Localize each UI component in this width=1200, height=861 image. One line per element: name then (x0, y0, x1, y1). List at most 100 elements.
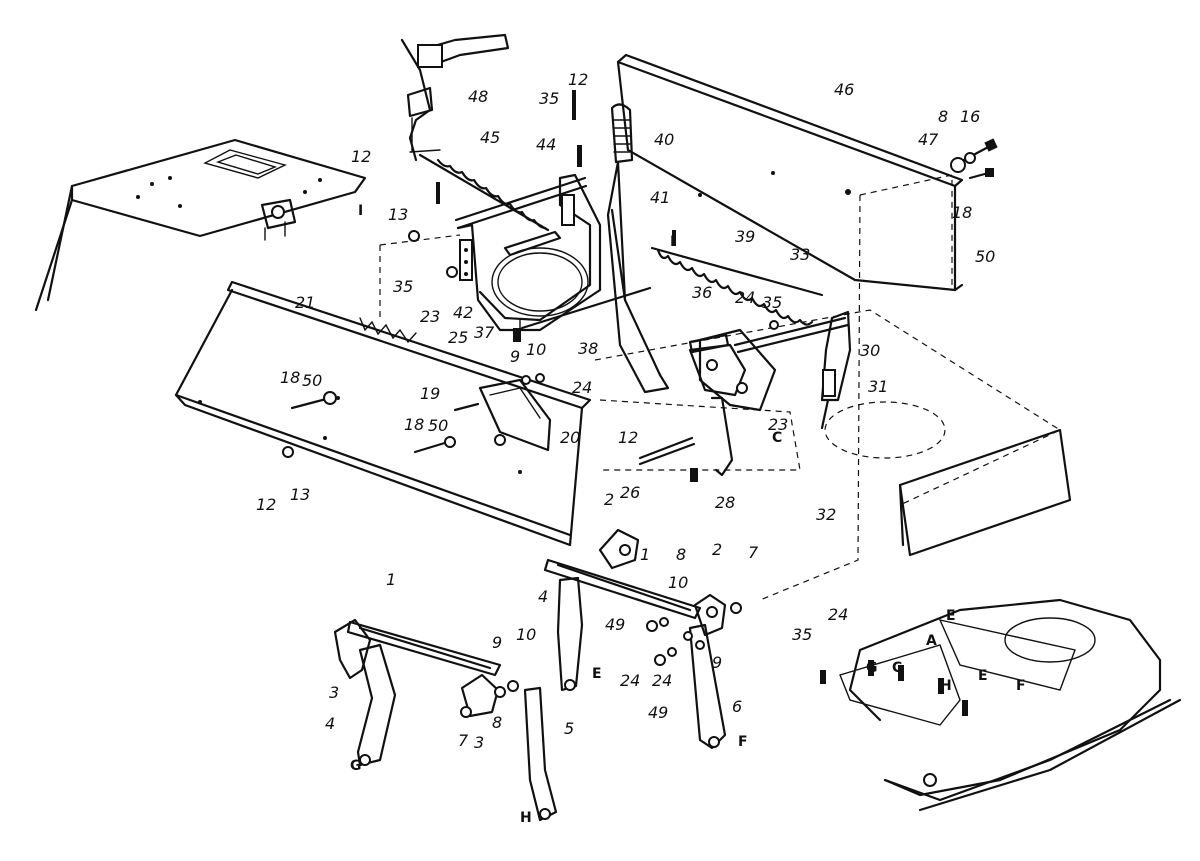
lift-link-1-mid (543, 558, 702, 620)
clip-37 (513, 328, 521, 342)
callout: 3 (329, 683, 339, 702)
callout: 24 (652, 671, 672, 690)
callout: 7 (748, 543, 759, 562)
spring-39 (650, 230, 824, 326)
callout: 48 (468, 87, 488, 106)
callout: 24 (735, 288, 755, 307)
callout: 9 (492, 633, 502, 652)
callout: 4 (538, 587, 548, 606)
callout: 25 (448, 328, 468, 347)
hardware-dots (282, 90, 779, 458)
callout: 50 (428, 416, 448, 435)
callout: 41 (650, 188, 670, 207)
callout: 23 (420, 307, 440, 326)
callout: 46 (834, 80, 854, 99)
callout: 8 (492, 713, 502, 732)
washers-mid (646, 617, 705, 666)
connector-letter: E (978, 668, 988, 684)
callout: 35 (792, 625, 812, 644)
connector-letter: F (738, 734, 748, 750)
callout: 16 (960, 107, 980, 126)
connector-letter: C (892, 660, 902, 676)
callout: 21 (295, 293, 315, 312)
bolts-18-50 (290, 391, 480, 454)
callouts: 1 1 2 2 3 3 4 4 5 6 7 7 8 8 8 9 9 9 10 1… (256, 70, 995, 752)
connector-letter: E (592, 666, 602, 682)
callout: 20 (560, 428, 580, 447)
callout: 2 (712, 540, 722, 559)
callout: 32 (816, 505, 836, 524)
connector-letter: G (350, 758, 362, 774)
lever-5 (523, 686, 558, 822)
callout: 28 (715, 493, 735, 512)
lever-40-41 (606, 103, 670, 394)
connector-letter: E (946, 608, 956, 624)
callout: 24 (572, 378, 592, 397)
callout: 24 (828, 605, 848, 624)
frame-outline (379, 174, 1072, 601)
callout: 31 (868, 377, 888, 396)
connector-letter: I (670, 234, 675, 250)
callout: 10 (668, 573, 688, 592)
connector-letter: A (926, 633, 937, 649)
connector-letter: H (940, 678, 952, 694)
callout: 12 (618, 428, 638, 447)
callout: 24 (620, 671, 640, 690)
connector-letter: F (1016, 678, 1026, 694)
hub-3-right (460, 673, 519, 718)
callout: 12 (568, 70, 588, 89)
callout: 18 (952, 203, 972, 222)
callout: 1 (386, 570, 396, 589)
callout: 13 (388, 205, 408, 224)
callout: 39 (735, 227, 755, 246)
frame-plate-left (34, 138, 367, 312)
callout: 44 (536, 135, 556, 154)
callout: 36 (692, 283, 712, 302)
callout: 35 (393, 277, 413, 296)
callout: 12 (351, 147, 371, 166)
connector-letters: I I E E F F G G H H C C A E (350, 203, 1026, 826)
lift-link-1-left (333, 618, 502, 680)
callout: 8 (676, 545, 686, 564)
callout: 49 (605, 615, 625, 634)
callout: 8 (938, 107, 948, 126)
callout: 10 (516, 625, 536, 644)
throttle-control (400, 33, 510, 162)
callout: 50 (975, 247, 995, 266)
connector-letter: H (520, 810, 532, 826)
plate-20 (478, 378, 552, 452)
bracket-37-42 (456, 173, 602, 332)
callout: 40 (654, 130, 674, 149)
callout: 37 (474, 323, 495, 342)
lever-4-mid (556, 576, 584, 692)
mower-deck (820, 598, 1182, 812)
callout: 30 (860, 341, 880, 360)
callout: 45 (480, 128, 500, 147)
callout: 5 (564, 719, 574, 738)
callout: 4 (325, 714, 335, 733)
callout: 35 (539, 89, 559, 108)
callout: 3 (474, 733, 484, 752)
callout: 23 (768, 415, 788, 434)
bracket-2-top (598, 528, 640, 570)
connector-letter: I (358, 203, 363, 219)
connector-letter: C (772, 430, 782, 446)
bolt-16-washer-47 (950, 138, 998, 180)
callout: 12 (256, 495, 276, 514)
lever-6 (688, 623, 727, 750)
callout: 7 (458, 731, 469, 750)
callout: 13 (290, 485, 310, 504)
link-30-31 (820, 310, 852, 430)
clip-28 (690, 468, 698, 482)
bracket-36 (688, 328, 777, 412)
callout: 47 (918, 130, 939, 149)
rod-28 (710, 396, 734, 477)
callout: 38 (578, 339, 598, 358)
callout: 19 (420, 384, 440, 403)
callout: 9 (712, 653, 722, 672)
rod-44 (454, 176, 588, 230)
callout: 2 (604, 490, 614, 509)
lever-4-left (356, 643, 397, 767)
callout: 18 (404, 415, 424, 434)
